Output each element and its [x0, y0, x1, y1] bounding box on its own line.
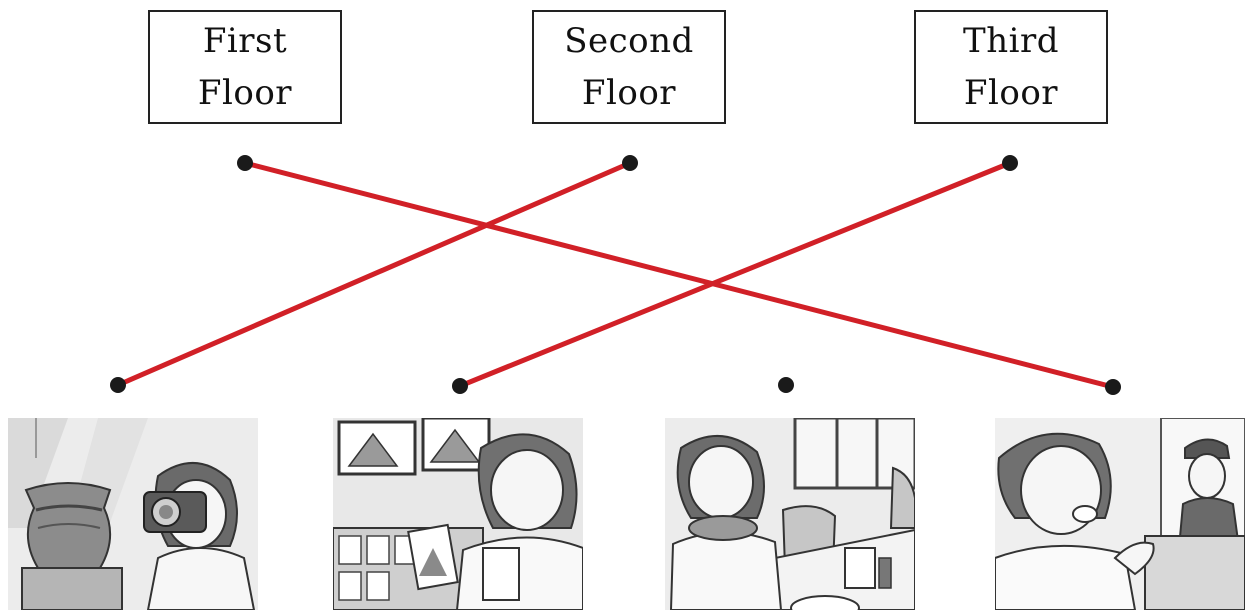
restaurant-scene: [665, 418, 915, 610]
first-floor-label-line1: First: [202, 21, 288, 61]
second-floor-label-line2: Floor: [581, 73, 677, 113]
third-floor-label-line2: Floor: [963, 73, 1059, 113]
shop-illustration: [333, 418, 583, 610]
reception-scene-dot[interactable]: [1105, 379, 1121, 395]
second-floor-label-line1: Second: [564, 21, 694, 61]
reception-illustration: [995, 418, 1245, 610]
first-floor-box: First Floor: [148, 10, 342, 124]
shop-scene-dot[interactable]: [452, 378, 468, 394]
second-floor-dot[interactable]: [622, 155, 638, 171]
museum-illustration: [8, 418, 258, 610]
connection-line-third-floor: [457, 160, 1013, 389]
connection-line-first-floor: [242, 160, 1116, 390]
restaurant-illustration: [665, 418, 915, 610]
second-floor-box: Second Floor: [532, 10, 726, 124]
museum-scene: [8, 418, 258, 610]
first-floor-label-line2: Floor: [197, 73, 293, 113]
restaurant-scene-dot[interactable]: [778, 377, 794, 393]
first-floor-dot[interactable]: [237, 155, 253, 171]
connection-line-second-floor: [115, 160, 633, 388]
third-floor-label-line1: Third: [963, 21, 1059, 61]
third-floor-box: Third Floor: [914, 10, 1108, 124]
shop-scene: [333, 418, 583, 610]
reception-scene: [995, 418, 1245, 610]
third-floor-dot[interactable]: [1002, 155, 1018, 171]
museum-scene-dot[interactable]: [110, 377, 126, 393]
